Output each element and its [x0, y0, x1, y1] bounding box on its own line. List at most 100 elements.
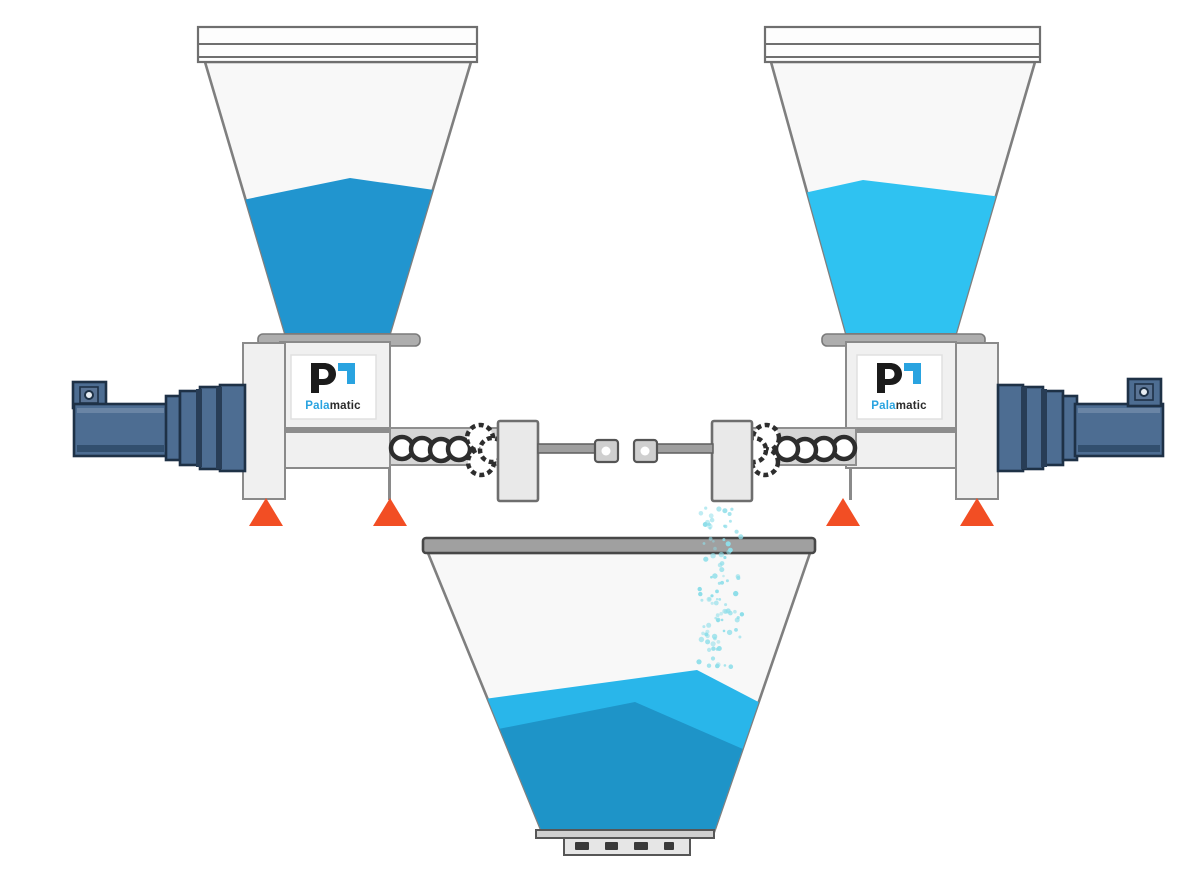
product-particle — [708, 526, 712, 530]
product-particle — [718, 598, 722, 601]
product-particle — [730, 507, 734, 511]
product-particle — [715, 613, 720, 618]
product-particle — [710, 601, 714, 605]
right-logo-plate — [856, 354, 943, 420]
product-particle — [728, 610, 733, 616]
left-rod-tip-hole — [601, 446, 611, 456]
product-particle — [718, 551, 724, 558]
right-vibration-foot-outer — [960, 498, 994, 526]
product-particle — [696, 659, 702, 665]
product-particle — [723, 609, 729, 614]
product-particle — [727, 512, 732, 516]
product-particle — [716, 506, 722, 512]
product-particle — [710, 553, 716, 559]
product-particle — [710, 575, 713, 579]
product-particle — [706, 596, 712, 602]
product-particle — [714, 616, 717, 620]
right-screw-spiral — [739, 422, 858, 478]
product-particle — [713, 636, 717, 641]
product-particle — [733, 590, 739, 597]
product-particle — [711, 646, 716, 651]
left-feeder-assembly: Palamatic — [71, 25, 620, 526]
product-particle — [710, 594, 714, 598]
left-feeder-stripe — [280, 427, 390, 433]
motor-gearbox-rings — [164, 383, 247, 473]
product-particle — [703, 556, 709, 562]
product-particle — [719, 611, 723, 616]
right-hopper-rim — [763, 25, 1042, 64]
bottom-hopper-outlet-plate — [563, 837, 691, 856]
bottom-material-lower-layer — [478, 702, 752, 832]
product-particle — [717, 562, 723, 568]
product-particle — [697, 586, 702, 592]
product-particle — [707, 597, 711, 601]
product-particle — [706, 663, 712, 668]
left-discharge-spout — [496, 419, 540, 503]
product-particle — [726, 549, 732, 555]
product-particle — [715, 647, 719, 651]
product-particle — [705, 519, 710, 525]
product-particle — [722, 538, 726, 542]
falling-product-particles — [696, 506, 745, 669]
product-particle — [734, 628, 738, 632]
product-particle — [723, 555, 727, 560]
product-particle — [705, 629, 710, 634]
right-support-column — [955, 342, 999, 500]
right-feeder-stripe — [846, 427, 956, 433]
right-support-leg — [849, 468, 852, 500]
product-particle — [724, 603, 728, 607]
product-particle — [715, 663, 720, 669]
product-particle — [710, 641, 716, 647]
product-particle — [738, 534, 744, 540]
product-particle — [698, 511, 704, 516]
right-logo-text: Palamatic — [871, 400, 927, 412]
product-particle — [704, 506, 708, 510]
product-particle — [706, 622, 712, 628]
left-hopper-material — [228, 178, 448, 333]
left-drive-motor — [71, 380, 247, 473]
product-particle — [720, 618, 724, 622]
right-dosing-rod — [654, 443, 714, 454]
product-particle — [712, 540, 715, 543]
product-particle — [708, 536, 713, 541]
product-particle — [698, 591, 703, 597]
right-rod-tip-hole — [640, 446, 650, 456]
left-screw-spiral — [388, 422, 507, 478]
product-particle — [736, 576, 741, 580]
product-particle — [708, 513, 714, 519]
product-particle — [705, 639, 711, 645]
left-logo-text: Palamatic — [305, 400, 361, 412]
product-particle — [734, 529, 739, 534]
product-particle — [738, 635, 742, 639]
product-particle — [722, 574, 725, 578]
product-particle — [702, 625, 706, 629]
bottom-collection-hopper — [421, 536, 817, 856]
product-particle — [716, 619, 720, 623]
left-hopper-rim — [196, 25, 479, 64]
left-support-leg — [388, 468, 391, 500]
product-particle — [715, 589, 719, 594]
right-vibration-foot-inner — [826, 498, 860, 526]
right-hopper-material — [795, 180, 1010, 333]
outlet-bolts — [575, 842, 674, 850]
left-logo-plate — [290, 354, 377, 420]
product-particle — [712, 573, 718, 579]
left-dosing-rod — [537, 443, 597, 454]
product-particle — [720, 580, 724, 585]
right-discharge-spout — [710, 419, 754, 503]
product-particle — [725, 579, 729, 583]
product-particle — [715, 598, 719, 601]
right-feeder-assembly: Palamatic — [632, 25, 1165, 526]
product-particle — [701, 631, 705, 636]
product-particle — [723, 524, 728, 529]
product-particle — [702, 542, 706, 545]
left-vibration-foot-outer — [249, 498, 283, 526]
product-particle — [722, 508, 728, 514]
product-particle — [719, 567, 725, 573]
product-particle — [733, 609, 737, 614]
product-particle — [736, 616, 740, 620]
right-drive-motor — [996, 377, 1165, 473]
product-particle — [709, 517, 715, 523]
bottom-hopper-outlet-bar — [535, 829, 715, 839]
